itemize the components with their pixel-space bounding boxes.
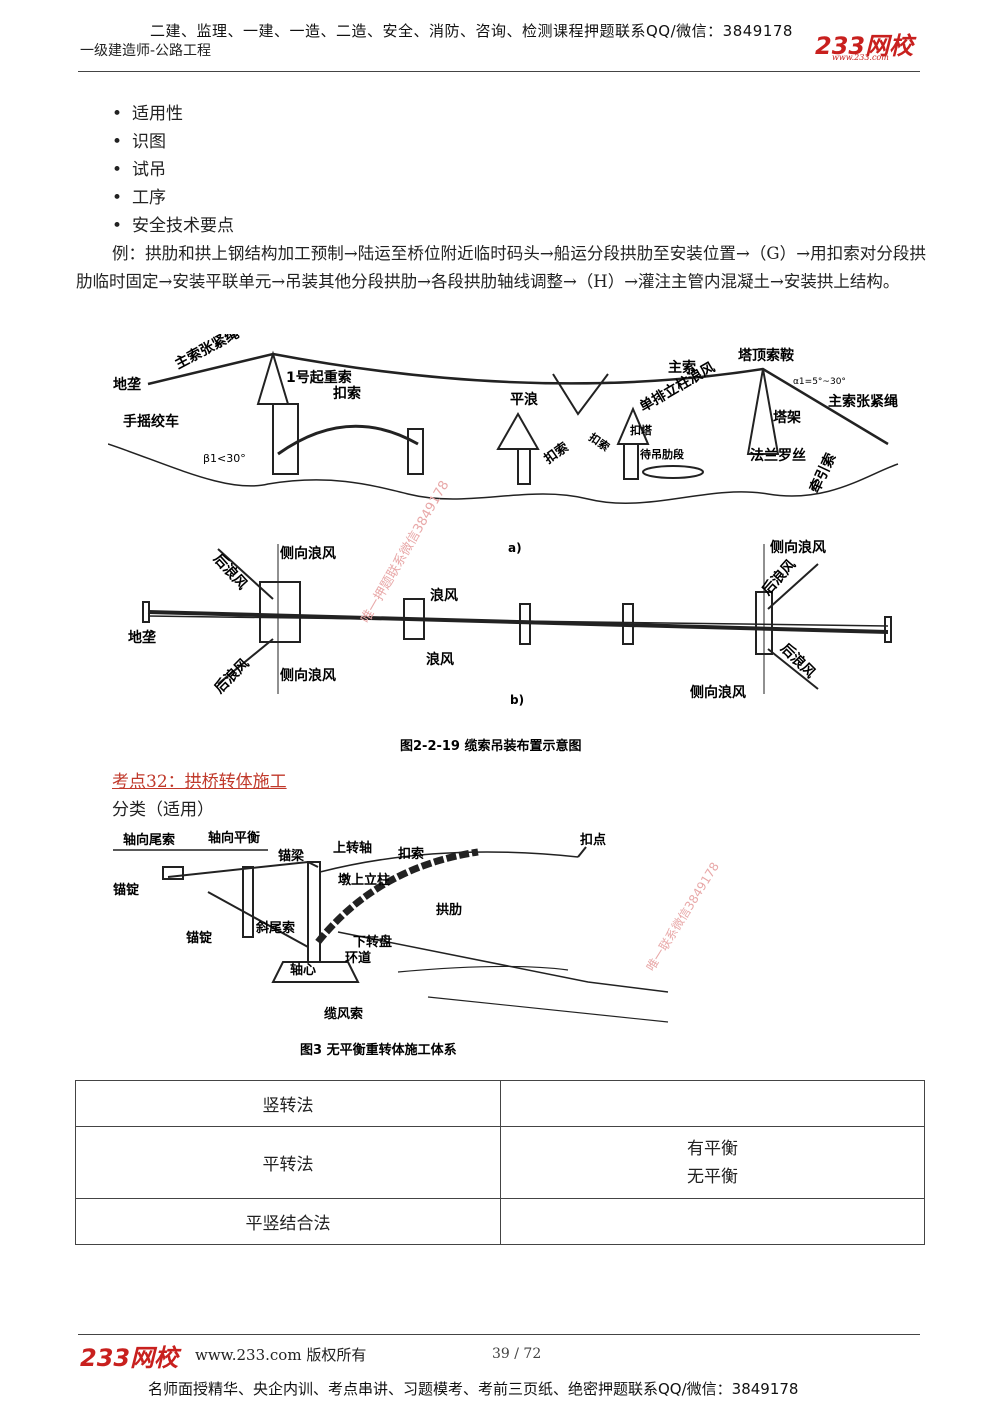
- fig2-label: 扣点: [580, 832, 606, 848]
- fig1-label: 浪风: [430, 587, 458, 604]
- fig2-label: 环道: [345, 950, 371, 966]
- fig2-label: 下转盘: [353, 934, 392, 950]
- fig2-label: 墩上立柱: [338, 872, 390, 888]
- fig1-label: 侧向浪风: [280, 545, 336, 562]
- fig1-label: 地垄: [128, 629, 156, 646]
- fig2-label: 缆风索: [324, 1006, 363, 1022]
- fig2-label: 锚梁: [278, 848, 305, 864]
- fig1-label: 浪风: [426, 651, 454, 668]
- fig1-label: 扣索: [541, 439, 571, 467]
- fig2-label: 轴向平衡: [208, 830, 260, 846]
- fig2-label: 锚锭: [113, 882, 139, 898]
- fig2-label: 斜尾索: [255, 920, 295, 936]
- footer-ad-line: 名师面授精华、央企内训、考点串讲、习题模考、考前三页纸、绝密押题联系QQ/微信：…: [148, 1380, 799, 1398]
- fig1-sublabel: a): [508, 541, 522, 555]
- fig1-label: 主索: [668, 359, 696, 376]
- fig1-label: 主索张紧绳: [172, 334, 242, 373]
- fig2-label: 上转轴: [333, 840, 372, 856]
- fig1-label: 侧向浪风: [770, 539, 826, 556]
- swivel-construction-figure: 轴向尾索 轴向平衡 锚梁 上转轴 扣索 扣点 锚锭 墩上立柱 拱肋 锚锭 斜尾索…: [113, 830, 722, 1058]
- fig1-label: 待吊肋段: [639, 447, 684, 461]
- fig1-label: 扣索: [586, 430, 612, 454]
- footer-logo: 233网校: [80, 1344, 179, 1372]
- fig1-label: 主索张紧绳: [828, 393, 898, 410]
- header-logo-url: www.233.com: [832, 53, 889, 62]
- fig1-sublabel: b): [510, 693, 524, 707]
- list-item: 试吊: [112, 156, 234, 184]
- watermark: 唯一联系微信3849178: [644, 860, 722, 974]
- fig1-label: 塔顶索鞍: [738, 347, 794, 364]
- fig1-label: 1号起重索: [286, 369, 352, 386]
- example-paragraph: 例：拱肋和拱上钢结构加工预制→陆运至桥位附近临时码头→船运分段拱肋至安装位置→（…: [76, 244, 926, 291]
- list-item: 适用性: [112, 100, 234, 128]
- fig2-label: 轴向尾索: [123, 832, 175, 848]
- section-title: 考点32：拱桥转体施工: [112, 772, 287, 792]
- footer-copyright: www.233.com 版权所有: [195, 1346, 367, 1364]
- header-ad-line: 二建、监理、一建、一造、二造、安全、消防、咨询、检测课程押题联系QQ/微信：38…: [150, 22, 793, 40]
- fig2-label: 扣索: [398, 846, 424, 862]
- list-item: 安全技术要点: [112, 212, 234, 240]
- table-row: 平转法 有平衡 无平衡: [75, 1126, 925, 1199]
- header-subject: 一级建造师-公路工程: [80, 43, 212, 59]
- fig1-label: 平浪: [510, 391, 538, 408]
- fig1-label: 手摇绞车: [123, 413, 179, 430]
- table-row: 平竖结合法: [75, 1198, 925, 1245]
- bullet-list: 适用性 识图 试吊 工序 安全技术要点: [112, 100, 234, 240]
- classification-table: 竖转法 平转法 有平衡 无平衡 平竖结合法: [75, 1080, 925, 1245]
- table-cell-line: 无平衡: [687, 1166, 738, 1187]
- fig2-label: 拱肋: [436, 902, 462, 918]
- fig2-label: 锚锭: [186, 930, 212, 946]
- fig1-label: 扣索: [333, 385, 361, 402]
- table-cell-line: 有平衡: [687, 1138, 738, 1159]
- fig2-label: 轴心: [290, 962, 316, 978]
- header-divider: [78, 71, 920, 72]
- table-cell: 平转法: [75, 1126, 501, 1199]
- classification-label: 分类（适用）: [112, 800, 214, 820]
- table-cell: 有平衡 无平衡: [500, 1126, 925, 1199]
- fig1-label: 扣塔: [630, 423, 653, 437]
- figure2-caption: 图3 无平衡重转体施工体系: [300, 1042, 457, 1058]
- table-row: 竖转法: [75, 1080, 925, 1127]
- fig1-label: 侧向浪风: [690, 684, 746, 701]
- fig1-label: 后浪风: [210, 550, 251, 593]
- fig1-label: 侧向浪风: [280, 667, 336, 684]
- table-cell: [500, 1080, 925, 1127]
- list-item: 识图: [112, 128, 234, 156]
- cable-hoisting-figure: 主索张紧绳 地垄 手摇绞车 β1<30° 1号起重索 扣索 平浪 主索 塔顶索鞍…: [108, 334, 899, 754]
- footer-divider: [78, 1334, 920, 1335]
- fig1-label: 塔架: [773, 409, 801, 426]
- figure1-caption: 图2-2-19 缆索吊装布置示意图: [400, 738, 582, 754]
- fig1-label: 法兰罗丝: [750, 447, 806, 464]
- page-number: 39 / 72: [492, 1346, 542, 1362]
- fig1-label: 地垄: [113, 376, 141, 393]
- table-cell: 竖转法: [75, 1080, 501, 1127]
- table-cell: [500, 1198, 925, 1245]
- fig1-label: β1<30°: [203, 452, 246, 465]
- fig1-label: 后浪风: [211, 655, 253, 697]
- list-item: 工序: [112, 184, 234, 212]
- fig1-label: α1=5°~30°: [793, 377, 846, 387]
- table-cell: 平竖结合法: [75, 1198, 501, 1245]
- header-logo: 233网校: [815, 32, 914, 60]
